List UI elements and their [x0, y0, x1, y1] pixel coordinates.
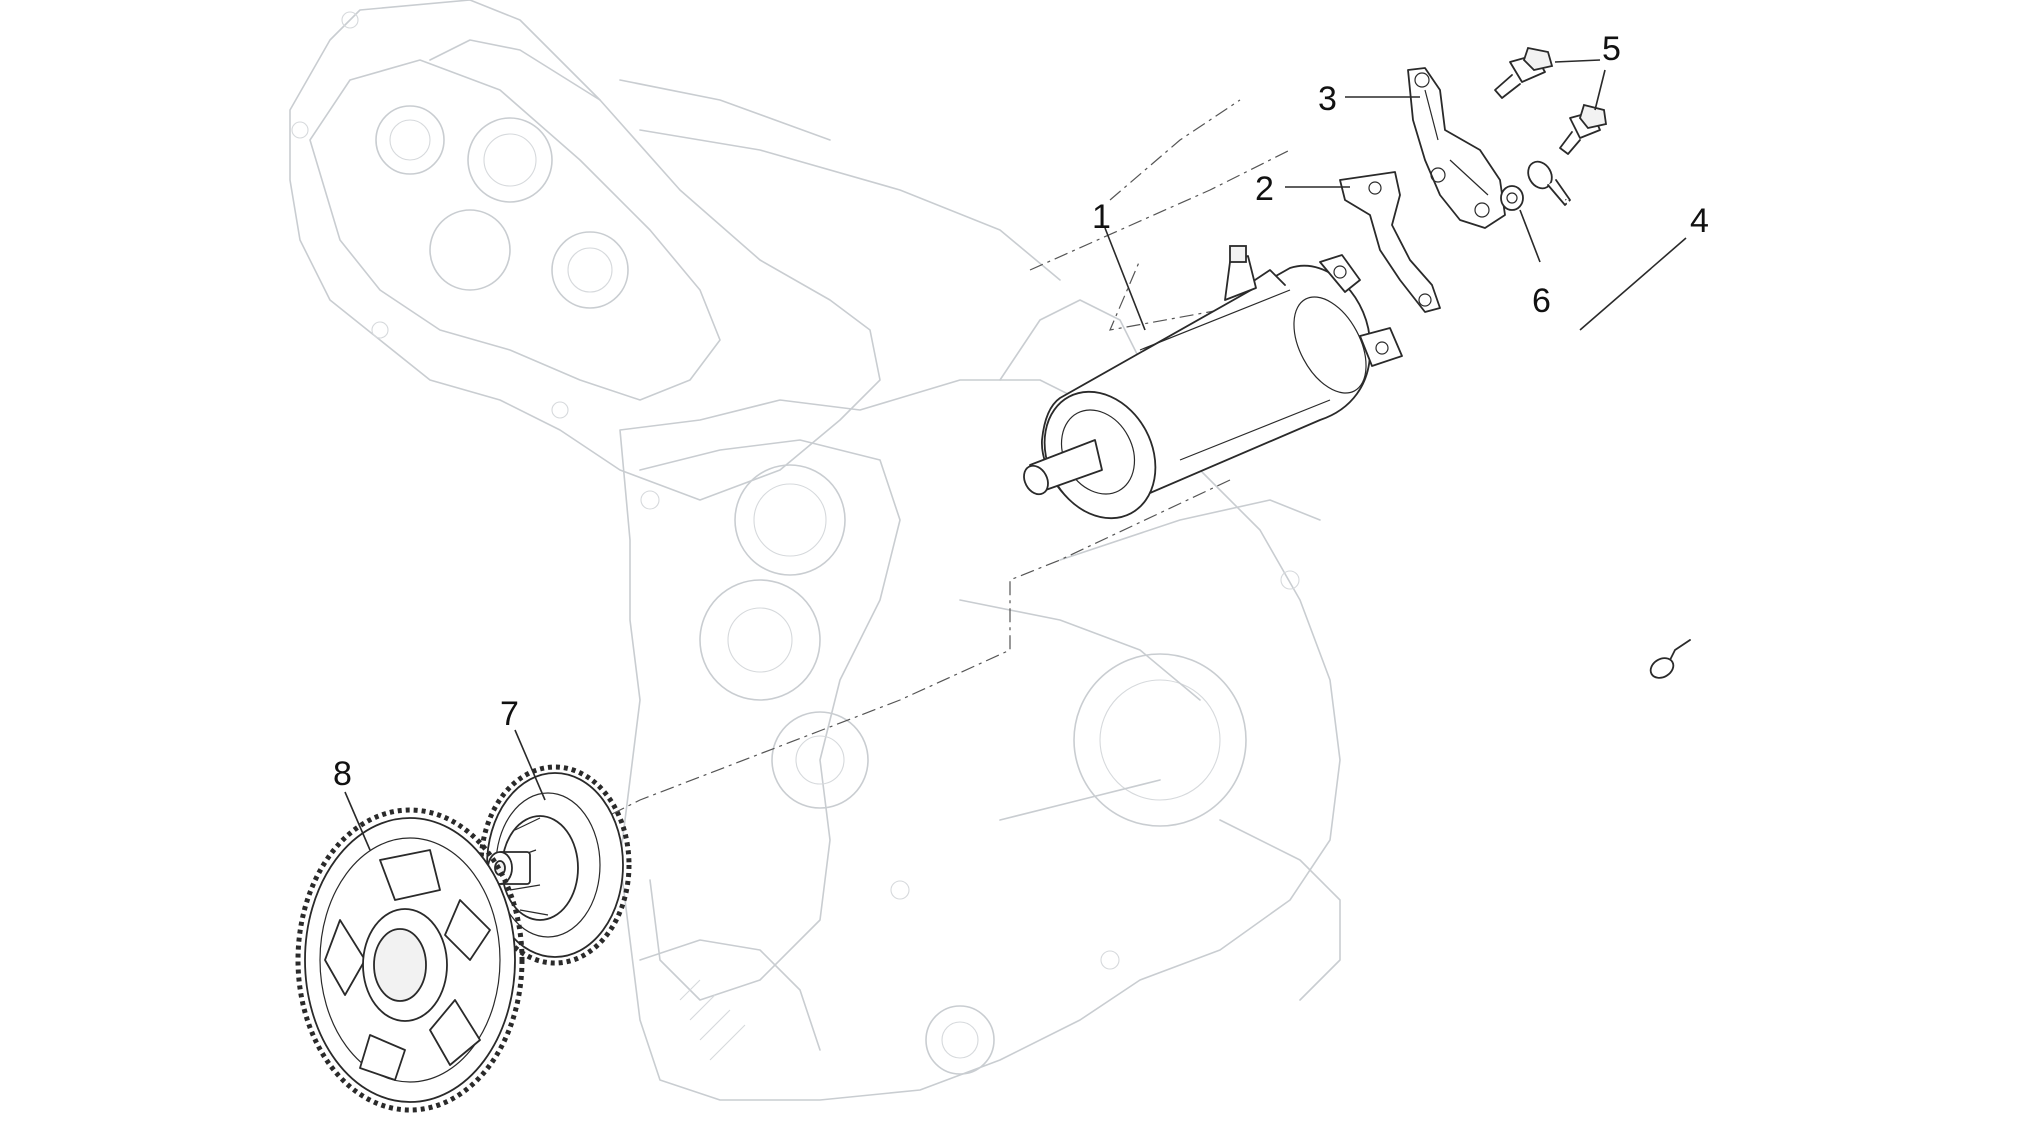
callout-3: 3 — [1318, 80, 1337, 118]
flange-screw-lower — [1559, 103, 1608, 155]
assembly-axes — [519, 99, 1291, 861]
mounting-plate — [1407, 67, 1506, 229]
starter-driven-gear — [295, 807, 525, 1113]
callout-2: 2 — [1255, 170, 1274, 208]
callout-5: 5 — [1602, 30, 1621, 68]
starter-motor — [1023, 245, 1403, 520]
leader-lines — [344, 59, 1687, 851]
leader-5b — [1594, 69, 1606, 111]
callout-7: 7 — [500, 695, 519, 733]
callout-6: 6 — [1532, 282, 1551, 320]
washer — [1500, 185, 1524, 211]
callout-4: 4 — [1690, 202, 1709, 240]
callout-1: 1 — [1092, 198, 1111, 236]
engine-crankcase-ghost — [289, 0, 1341, 1101]
leader-1 — [1104, 227, 1146, 331]
ground-cable — [1527, 160, 1768, 679]
leader-7 — [514, 729, 546, 801]
leader-5a — [1554, 59, 1601, 63]
leader-6 — [1519, 209, 1541, 263]
leader-8 — [344, 791, 371, 851]
intermediate-gear — [478, 764, 632, 966]
support-bracket — [1339, 171, 1441, 313]
callouts: 1 2 3 4 5 6 7 8 — [333, 30, 1709, 793]
callout-8: 8 — [333, 755, 352, 793]
leader-4 — [1579, 237, 1687, 331]
flange-screw-upper — [1494, 46, 1554, 99]
